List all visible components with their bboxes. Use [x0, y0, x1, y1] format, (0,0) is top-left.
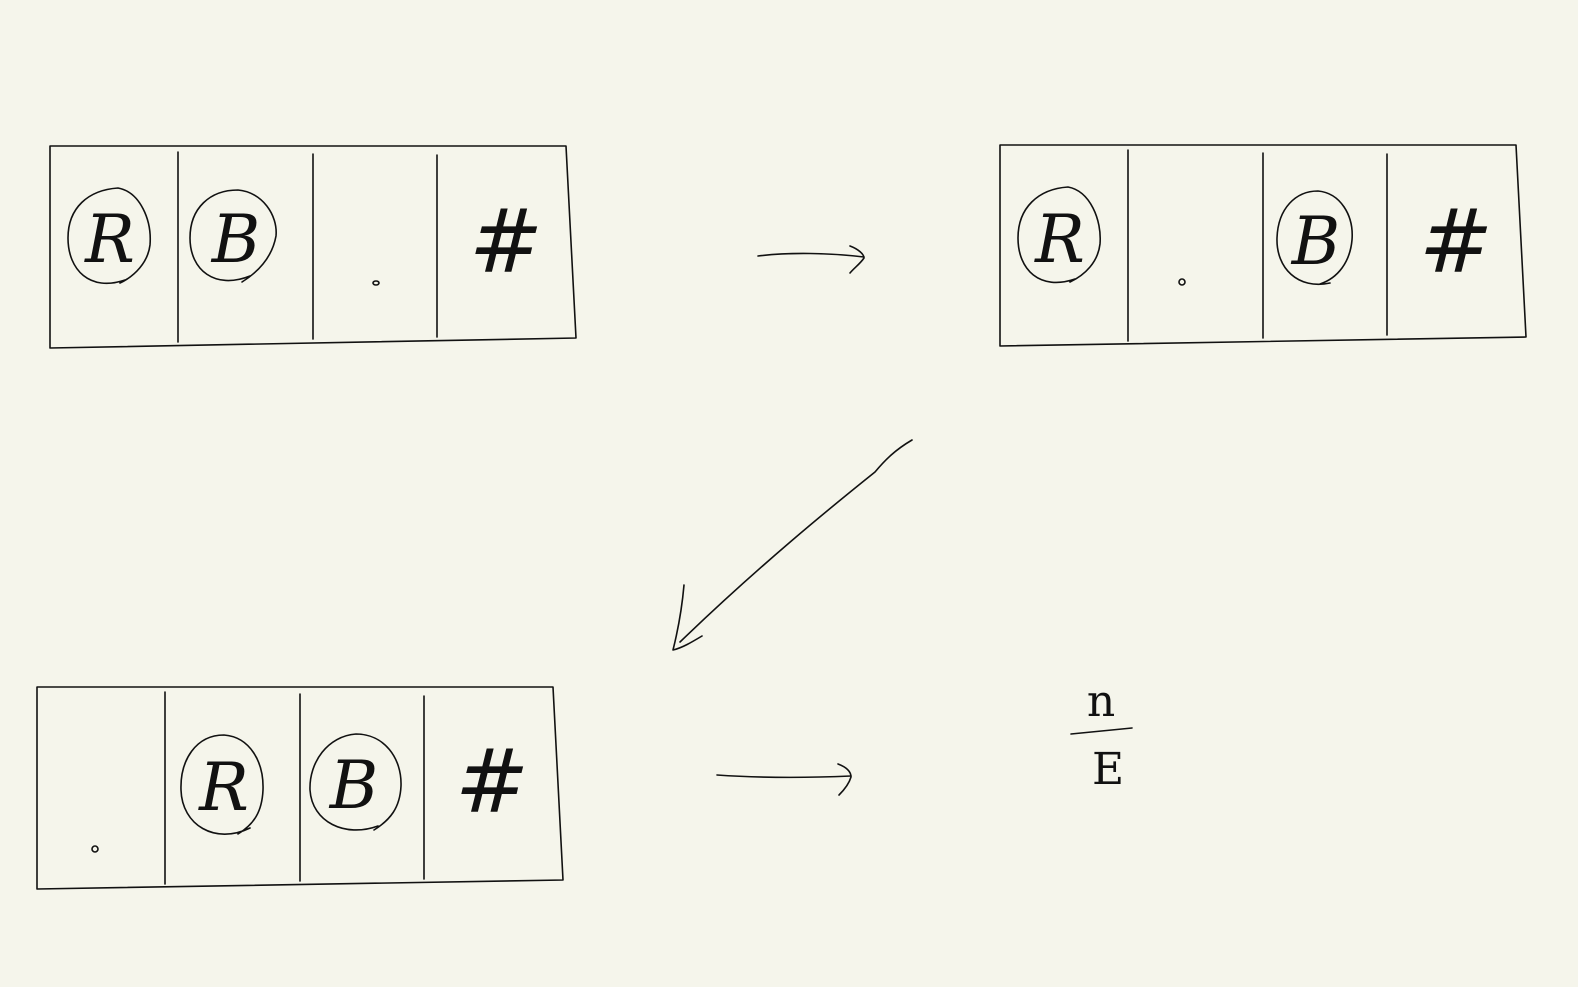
arrow-2-to-3: [672, 439, 913, 651]
state-3-cell-1: [91, 845, 99, 853]
state-3-cell-3: B: [309, 733, 402, 831]
state-1-cell-1: R: [67, 187, 151, 285]
state-1-box: R B #: [49, 145, 577, 349]
cell-glyph: R: [84, 201, 135, 278]
fraction-bar: [1070, 727, 1133, 735]
state-1-cell-4: #: [469, 190, 543, 293]
arrow-1-to-2: [757, 245, 865, 274]
state-2-box: R B #: [999, 144, 1527, 347]
state-1-cell-3: [372, 280, 380, 286]
state-3-cell-2: R: [180, 734, 264, 835]
arrow-shaft: [757, 252, 865, 258]
state-2-cell-2: [1178, 278, 1186, 286]
circle-mark: [1017, 186, 1101, 284]
state-2-cell-4: #: [1419, 190, 1493, 293]
cell-glyph: B: [329, 747, 379, 824]
state-2-cell-1: R: [1017, 186, 1101, 284]
empty-dot-mark: [91, 845, 99, 853]
circle-mark: [309, 733, 402, 831]
state-3-frame: [36, 686, 564, 890]
circle-mark: [180, 734, 264, 835]
cell-glyph: R: [198, 749, 249, 826]
arrow-3-to-result: [716, 763, 852, 796]
arrow-shaft: [679, 439, 913, 643]
circle-mark: [189, 189, 277, 283]
cell-glyph: #: [1419, 190, 1493, 293]
cell-glyph: B: [1291, 203, 1341, 280]
arrow-head: [672, 584, 703, 651]
result-numerator: n: [1087, 676, 1115, 727]
state-2-frame: [999, 144, 1527, 347]
result-denominator: E: [1092, 744, 1124, 795]
arrow-head: [849, 245, 865, 274]
result-fraction: n E: [1070, 676, 1133, 795]
arrow-head: [837, 763, 852, 796]
cell-glyph: #: [455, 730, 529, 833]
state-1-cell-2: B: [189, 189, 277, 283]
cell-glyph: B: [211, 201, 261, 278]
circle-mark: [1276, 190, 1353, 286]
circle-mark: [67, 187, 151, 285]
empty-dot-mark: [372, 280, 380, 286]
state-1-frame: [49, 145, 577, 349]
cell-glyph: R: [1034, 201, 1085, 278]
state-2-cell-3: B: [1276, 190, 1353, 286]
state-3-box: R B #: [36, 686, 564, 890]
empty-dot-mark: [1178, 278, 1186, 286]
state-3-cell-4: #: [455, 730, 529, 833]
cell-glyph: #: [469, 190, 543, 293]
arrow-shaft: [716, 774, 852, 779]
